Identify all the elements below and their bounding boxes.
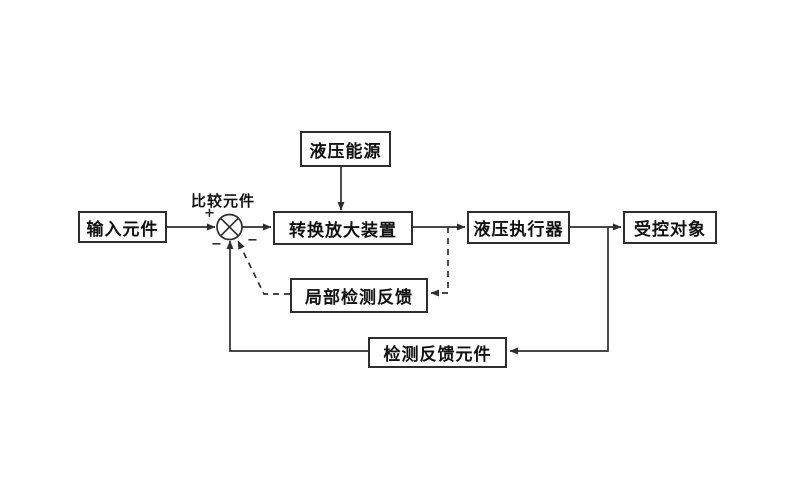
wire-output-to-feedback bbox=[509, 227, 609, 355]
node-conversion-amplifier: 转换放大装置 bbox=[273, 211, 413, 245]
node-local-detection-feedback: 局部检测反馈 bbox=[290, 278, 428, 313]
node-detection-feedback-element-label: 检测反馈元件 bbox=[383, 345, 492, 364]
comparator-minus-sign-right: − bbox=[247, 233, 258, 248]
node-controlled-object: 受控对象 bbox=[623, 211, 717, 244]
wire-feedback-to-comparator bbox=[226, 240, 368, 352]
wire-branch-to-local-feedback bbox=[430, 227, 449, 297]
node-input-element-label: 输入元件 bbox=[86, 219, 159, 239]
node-detection-feedback-element: 检测反馈元件 bbox=[368, 337, 507, 368]
comparator-label: 比较元件 bbox=[190, 194, 255, 210]
node-controlled-object-label: 受控对象 bbox=[634, 220, 706, 239]
node-conversion-amplifier-label: 转换放大装置 bbox=[289, 220, 397, 240]
wire-local-feedback-to-comparator bbox=[237, 240, 290, 295]
summing-junction-cross-2 bbox=[220, 217, 239, 237]
node-input-element: 输入元件 bbox=[78, 211, 167, 243]
comparator-plus-sign: + bbox=[204, 206, 215, 221]
node-hydraulic-power-label: 液压能源 bbox=[309, 141, 382, 161]
comparator-minus-sign-left: − bbox=[211, 237, 222, 252]
node-hydraulic-power: 液压能源 bbox=[300, 131, 391, 167]
node-hydraulic-actuator: 液压执行器 bbox=[467, 211, 570, 244]
node-local-detection-feedback-label: 局部检测反馈 bbox=[305, 288, 413, 307]
node-hydraulic-actuator-label: 液压执行器 bbox=[473, 220, 564, 239]
